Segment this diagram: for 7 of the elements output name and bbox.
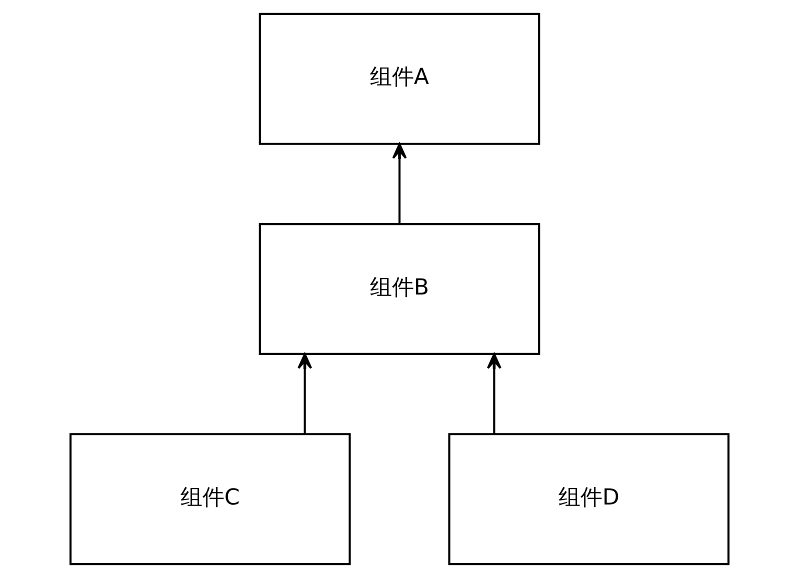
node-box: 组件A xyxy=(258,12,540,145)
node-box: 组件C xyxy=(69,433,350,566)
arrow xyxy=(392,143,406,224)
arrow xyxy=(486,353,501,434)
arrow xyxy=(297,353,312,434)
node-box: 组件D xyxy=(448,433,729,566)
node-box: 组件B xyxy=(258,223,540,355)
